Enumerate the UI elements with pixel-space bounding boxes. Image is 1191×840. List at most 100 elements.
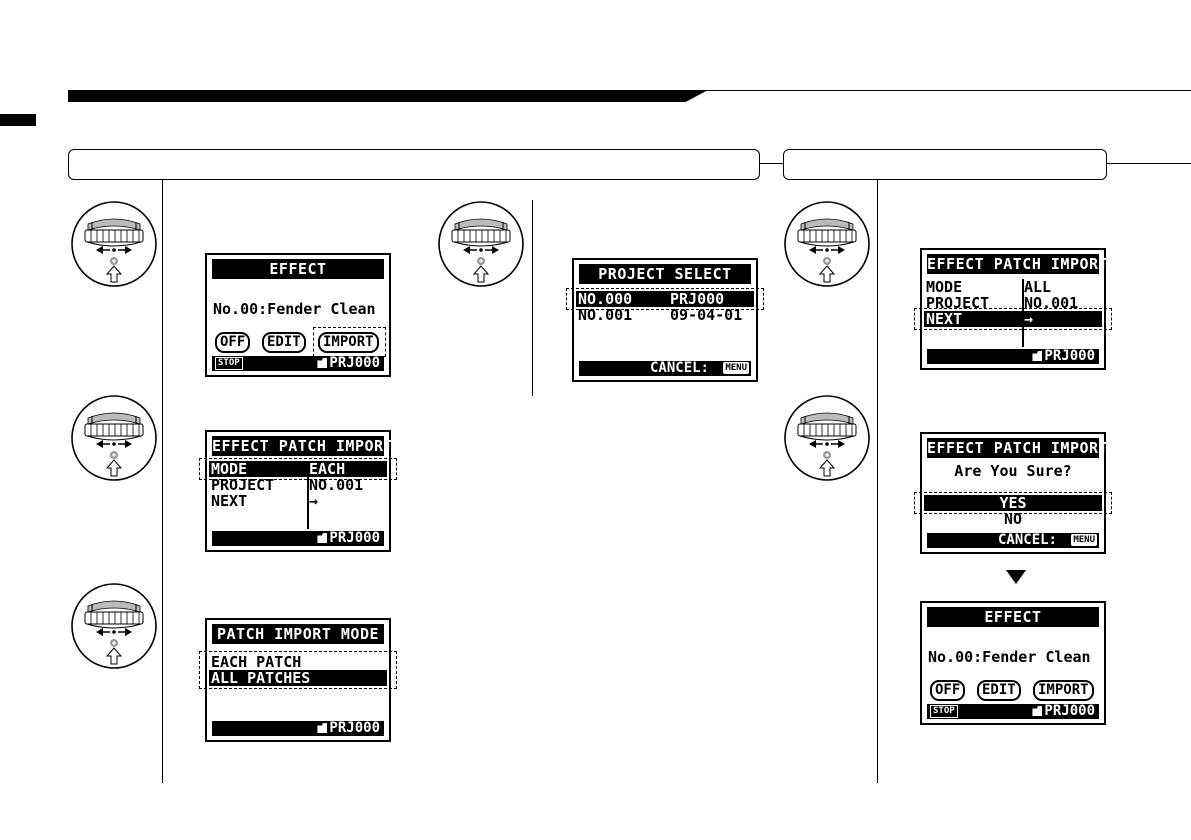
off-button[interactable]: OFF [215, 332, 251, 353]
folder-icon [317, 723, 328, 733]
section-header-rule-right [1107, 163, 1191, 164]
selection-frame [914, 492, 1112, 514]
off-button[interactable]: OFF [930, 680, 966, 701]
folder-icon [317, 358, 328, 368]
lcd-footer: PRJ000 [212, 531, 384, 546]
selection-frame [914, 308, 1112, 330]
import-button[interactable]: IMPORT [1033, 680, 1094, 701]
menu-row-next[interactable]: NEXT → [924, 311, 1102, 327]
stop-label: STOP [930, 705, 958, 718]
dial-icon [437, 200, 525, 288]
arrow-down-icon [1006, 570, 1026, 584]
dial-icon [70, 200, 158, 288]
project-name: PRJ000 [329, 355, 380, 371]
row-value: → [1024, 310, 1034, 328]
lcd-project-select-screen: PROJECT SELECT NO.000 PRJ000 NO.001 09-0… [566, 258, 764, 382]
column-divider-left [162, 180, 163, 783]
lcd-patch-import-mode-screen: PATCH IMPORT MODE EACH PATCH ALL PATCHES… [199, 618, 397, 742]
row-value: NO.001 [309, 476, 364, 494]
project-row-001[interactable]: NO.001 09-04-01 [576, 307, 754, 323]
column-separator [1022, 279, 1024, 347]
dial-icon [70, 582, 158, 670]
edit-button[interactable]: EDIT [977, 680, 1021, 701]
lcd-title: EFFECT PATCH IMPORT [927, 438, 1109, 458]
option-no[interactable]: NO [1003, 510, 1023, 528]
lcd-title: PROJECT SELECT [579, 264, 751, 284]
project-name: PRJ000 [329, 720, 380, 736]
lcd-title: PATCH IMPORT MODE [212, 624, 384, 644]
row-value: EACH [309, 460, 346, 478]
lcd-footer: PRJ000 [927, 349, 1099, 364]
row-label: PROJECT [211, 476, 275, 494]
lcd-footer: STOP PRJ000 [212, 356, 384, 371]
section-header-right [783, 149, 1107, 180]
import-selection-frame [313, 327, 386, 357]
menu-row-mode[interactable]: MODE ALL [924, 279, 1102, 295]
option-label: ALL PATCHES [211, 669, 311, 687]
cancel-label: CANCEL: [649, 360, 709, 376]
menu-row-project[interactable]: PROJECT NO.001 [209, 477, 387, 493]
lcd-confirm-screen: EFFECT PATCH IMPORT Are You Sure? YES NO… [914, 432, 1112, 554]
row-value: ALL [1024, 278, 1052, 296]
menu-row-next[interactable]: NEXT → [209, 493, 387, 509]
edit-button[interactable]: EDIT [262, 332, 306, 353]
lcd-import-mode-screen: EFFECT PATCH IMPORT MODE EACH PROJECT NO… [199, 430, 397, 552]
lcd-title: EFFECT PATCH IMPORT [927, 254, 1109, 274]
project-name: PRJ000 [1044, 703, 1095, 719]
option-label: EACH PATCH [211, 653, 302, 671]
project-number: NO.000 [578, 290, 633, 308]
page-tab-marker [0, 114, 36, 126]
lcd-title: EFFECT [927, 607, 1099, 627]
folder-icon [317, 533, 328, 543]
patch-name: No.00:Fender Clean [213, 300, 376, 318]
lcd-title: EFFECT PATCH IMPORT [212, 436, 394, 456]
folder-icon [1032, 706, 1043, 716]
row-value: → [309, 492, 319, 510]
row-value: NO.001 [1024, 294, 1079, 312]
lcd-footer: CANCEL: MENU [579, 361, 751, 376]
project-number: NO.001 [578, 306, 633, 324]
project-row-000[interactable]: NO.000 PRJ000 [576, 291, 754, 307]
project-name: PRJ000 [670, 290, 725, 308]
column-separator [307, 477, 309, 529]
section-header-left [68, 149, 760, 180]
patch-name: No.00:Fender Clean [928, 648, 1091, 666]
option-each-patch[interactable]: EACH PATCH [209, 654, 387, 670]
option-all-patches[interactable]: ALL PATCHES [209, 670, 387, 686]
folder-icon [1032, 351, 1043, 361]
confirm-question: Are You Sure? [954, 462, 1072, 480]
project-name: PRJ000 [329, 530, 380, 546]
menu-key-label: MENU [723, 362, 749, 374]
row-label: PROJECT [926, 294, 990, 312]
project-name: 09-04-01 [670, 306, 743, 324]
lcd-effect-screen: EFFECT No.00:Fender Clean OFF EDIT IMPOR… [205, 253, 391, 377]
selection-frame [566, 288, 764, 310]
stop-label: STOP [215, 357, 243, 370]
menu-row-project[interactable]: PROJECT NO.001 [924, 295, 1102, 311]
selection-frame [199, 458, 397, 480]
lcd-footer: STOP PRJ000 [927, 704, 1099, 719]
lcd-footer: PRJ000 [212, 721, 384, 736]
dial-icon [70, 394, 158, 482]
menu-row-mode[interactable]: MODE EACH [209, 461, 387, 477]
column-divider-middle [532, 200, 533, 396]
column-divider-right [877, 180, 878, 783]
row-label: MODE [211, 460, 248, 478]
lcd-import-next-screen: EFFECT PATCH IMPORT MODE ALL PROJECT NO.… [914, 248, 1112, 370]
option-yes[interactable]: YES [924, 495, 1102, 511]
lcd-title: EFFECT [212, 259, 384, 279]
dial-icon [783, 394, 871, 482]
cancel-label: CANCEL: [997, 532, 1057, 548]
row-label: NEXT [211, 492, 248, 510]
header-rule [690, 90, 1191, 91]
lcd-footer: CANCEL: MENU [927, 533, 1099, 548]
menu-key-label: MENU [1071, 534, 1097, 546]
import-button[interactable]: IMPORT [318, 332, 379, 353]
header-bar [68, 90, 708, 102]
selection-frame [199, 651, 397, 689]
section-connector [760, 163, 783, 164]
lcd-effect-result-screen: EFFECT No.00:Fender Clean OFF EDIT IMPOR… [920, 601, 1106, 725]
project-name: PRJ000 [1044, 348, 1095, 364]
dial-icon [783, 200, 871, 288]
row-label: MODE [926, 278, 963, 296]
